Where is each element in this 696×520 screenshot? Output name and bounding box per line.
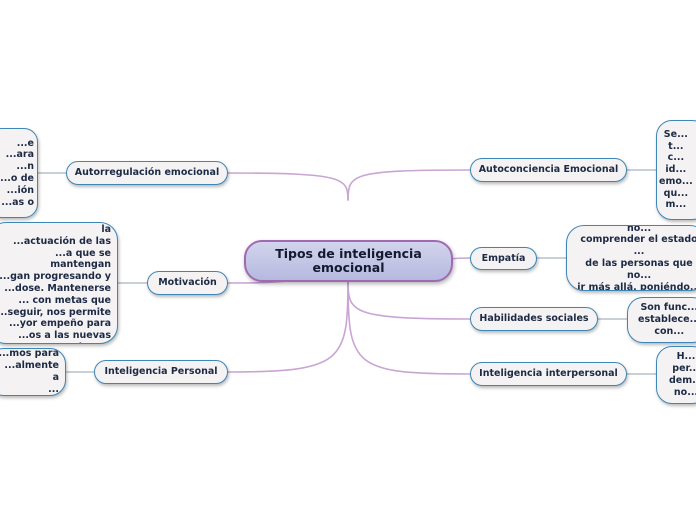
branch-label: Habilidades sociales (479, 313, 589, 325)
detail-motivacion[interactable]: ...fundamental para la ...actuación de l… (0, 222, 118, 344)
link-habilidades (347, 281, 471, 320)
detail-habilidades[interactable]: Son func... establece... con... (627, 297, 696, 343)
link-autoconciencia (347, 169, 471, 201)
branch-habilidades[interactable]: Habilidades sociales (470, 307, 598, 331)
link-interpersonal (347, 281, 471, 375)
detail-personal[interactable]: ...mos para ...almente a ... (0, 348, 66, 396)
branch-label: Inteligencia Personal (104, 366, 218, 378)
detail-text: Son func... establece... con... (638, 302, 696, 337)
branch-label: Inteligencia interpersonal (479, 368, 618, 380)
detail-autorregulacion[interactable]: ...e ...ara ...n ...o de ...ión ...as o (0, 128, 38, 218)
branch-autorregulacion[interactable]: Autorregulación emocional (66, 161, 228, 185)
detail-text: ...mos para ...almente a ... (0, 348, 59, 395)
detail-empatia[interactable]: Es la capacidad que no... comprender el … (566, 225, 696, 291)
detail-text: Se... t... c... id... emo... qu... m... (659, 128, 693, 211)
branch-autoconciencia[interactable]: Autoconciencia Emocional (470, 158, 627, 182)
branch-label: Motivación (158, 277, 217, 289)
detail-text: Es la capacidad que no... comprender el … (577, 225, 696, 291)
link-autorregulacion (227, 172, 349, 201)
branch-label: Autorregulación emocional (74, 167, 220, 179)
detail-text: ...e ...ara ...n ...o de ...ión ...as o (0, 137, 34, 208)
central-topic-title: Tipos de inteligencia emocional (275, 246, 422, 275)
central-topic[interactable]: Tipos de inteligencia emocional (244, 240, 453, 282)
branch-personal[interactable]: Inteligencia Personal (94, 360, 228, 384)
branch-empatia[interactable]: Empatía (470, 247, 537, 270)
detail-text: ...fundamental para la ...actuación de l… (0, 223, 111, 343)
branch-motivacion[interactable]: Motivación (147, 271, 228, 295)
detail-autoconciencia[interactable]: Se... t... c... id... emo... qu... m... (656, 120, 696, 220)
detail-text: H... per... dem... no... (669, 351, 696, 398)
branch-interpersonal[interactable]: Inteligencia interpersonal (470, 362, 627, 386)
link-empatia (449, 257, 471, 260)
branch-label: Autoconciencia Emocional (478, 164, 619, 176)
link-personal (227, 281, 349, 373)
detail-interpersonal[interactable]: H... per... dem... no... (656, 346, 696, 404)
branch-label: Empatía (481, 252, 526, 264)
